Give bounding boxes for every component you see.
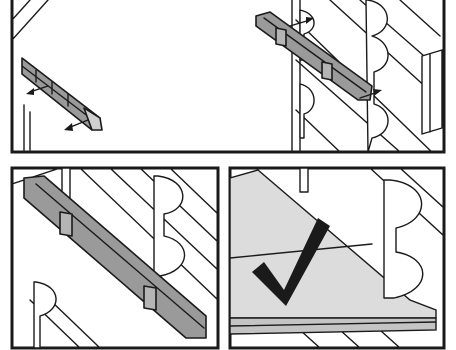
panel-bottom-left [12,168,218,348]
panel-bottom-right [230,168,444,348]
panel-top [12,0,444,160]
